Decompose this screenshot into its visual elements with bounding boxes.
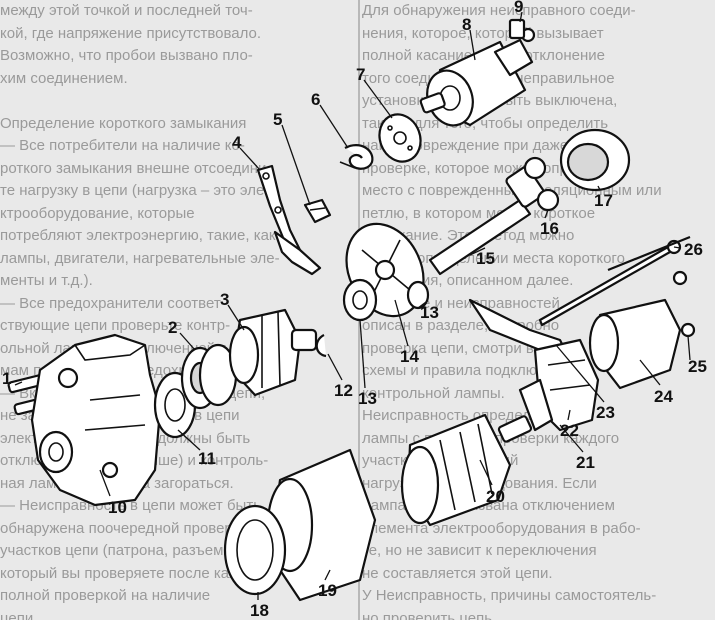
- background-text-left-line: цепи.: [0, 609, 38, 620]
- background-text-right-line: те, но не зависит к переключения: [362, 542, 597, 559]
- callout-4: 4: [232, 133, 242, 152]
- background-text-left-line: участков цепи (патрона, разъема),: [0, 542, 241, 559]
- callout-18: 18: [250, 601, 269, 620]
- part-5-pivot: [303, 198, 332, 224]
- callout-7: 7: [356, 65, 365, 84]
- part-19-yoke: [266, 448, 377, 602]
- background-text-left-line: — Все потребители на наличие ко-: [0, 137, 245, 154]
- part-23-brush-plate: [468, 298, 567, 352]
- background-text-right-line: так как для того, чтобы определить: [362, 114, 609, 132]
- callout-19: 19: [318, 581, 337, 600]
- callout-25: 25: [688, 357, 707, 376]
- background-text-right-line: Неисправность определить: [362, 407, 555, 424]
- part-13-washers: [342, 278, 430, 322]
- background-text-left-line: те нагрузку в цепи (нагрузка – это эле-: [0, 182, 270, 199]
- part-10-drive-housing: [30, 333, 162, 507]
- background-text-right-line: проверка цепи, смотри выше: [362, 339, 566, 357]
- part-24-end-cover: [588, 298, 682, 390]
- callout-10: 10: [108, 498, 127, 517]
- callout-16: 16: [540, 219, 559, 238]
- part-7-gasket: [378, 113, 422, 163]
- background-text-right-line: не составляется этой цепи.: [362, 564, 553, 582]
- callout-2: 2: [168, 318, 177, 337]
- callout-13-upper: 13: [420, 303, 439, 322]
- part-21-brushes: [518, 378, 554, 432]
- callout-8: 8: [462, 15, 471, 34]
- background-text-left-line: Возможно, что пробои вызвано пло-: [0, 47, 253, 64]
- callout-24: 24: [654, 387, 673, 406]
- callout-9: 9: [514, 0, 523, 16]
- part-2-bearing: [180, 343, 238, 410]
- part-17-ring-gear: [559, 128, 631, 192]
- background-text-right-line: Для обнаружения неисправного соеди-: [362, 2, 636, 19]
- background-text-right: Для обнаружения неисправного соеди-нения…: [362, 0, 715, 620]
- part-12-clip: [315, 334, 327, 358]
- callout-11: 11: [198, 449, 216, 468]
- background-text-right-line: схемы и правила подключения: [362, 362, 578, 379]
- background-text-left-line: менты и т.д.).: [0, 272, 93, 289]
- callout-17: 17: [594, 191, 613, 210]
- callout-15: 15: [476, 249, 495, 268]
- part-16-gears: [523, 156, 560, 212]
- background-text-left-line: — Все предохранители соответ-: [0, 294, 226, 312]
- callout-22: 22: [560, 421, 579, 440]
- background-text-left-line: обнаружена поочередной проверкой: [0, 519, 257, 537]
- part-20-armature: [400, 413, 533, 527]
- background-text-left-line: — Неисправность в цепи может быть: [0, 497, 262, 514]
- background-text-right-line: нения, которое, который вызывает: [362, 24, 604, 42]
- background-text-left-line: лампы, двигатели, нагревательные эле-: [0, 249, 280, 267]
- background-text-left-line: потребляют электроэнергию, такие, как: [0, 227, 276, 244]
- part-4-shift-lever: [256, 164, 322, 276]
- background-text-left-line: хим соединением.: [0, 69, 128, 87]
- callout-12: 12: [334, 381, 353, 400]
- background-text-right-line: проверке, которое можно определить: [362, 159, 625, 177]
- callout-23: 23: [596, 403, 615, 422]
- callout-13-lower: 13: [358, 389, 377, 408]
- part-25-screws: [672, 270, 696, 338]
- background-text-left-line: который вы проверяете после каждого: [0, 564, 270, 582]
- part-3-drive-gear: [228, 308, 318, 397]
- background-text-left-line: кой, где напряжение присутствовало.: [0, 24, 262, 42]
- callout-6: 6: [311, 90, 320, 109]
- background-text-left-line: полной проверкой на наличие: [0, 587, 211, 604]
- callout-3: 3: [220, 290, 229, 309]
- background-text-right-line: контрольной лампы.: [362, 384, 505, 402]
- part-8-solenoid: [419, 27, 536, 127]
- background-text-right-line: но проверить цепь.: [362, 609, 497, 620]
- callout-26: 26: [684, 240, 703, 259]
- callout-20: 20: [486, 487, 505, 506]
- background-text-left-line: Определение короткого замыкания: [0, 114, 247, 132]
- background-text-right-line: петлю, в котором может короткое: [362, 204, 596, 222]
- callout-5: 5: [273, 110, 282, 129]
- callout-14: 14: [400, 347, 419, 366]
- background-text-left-line: ктрооборудование, которые: [0, 204, 195, 222]
- background-text-right-line: как при определении места короткого: [362, 249, 625, 267]
- callout-1: 1: [2, 369, 11, 388]
- background-text-left-line: между этой точкой и последней точ-: [0, 2, 253, 19]
- background-text-right-line: У Неисправность, причины самостоятель-: [362, 587, 657, 604]
- leader-lines: [14, 11, 691, 600]
- part-15-shaft: [428, 165, 546, 276]
- background-text-left-line: роткого замыкания внешне отсоедини-: [0, 159, 272, 177]
- callout-21: 21: [576, 453, 595, 472]
- background-text-left-line: ствующие цепи проверьте контр-: [0, 317, 231, 334]
- part-18-ring: [223, 504, 287, 596]
- part-6-spring: [339, 144, 374, 170]
- part-26-through-bolts: [538, 235, 691, 327]
- part-9-terminal: [508, 18, 526, 40]
